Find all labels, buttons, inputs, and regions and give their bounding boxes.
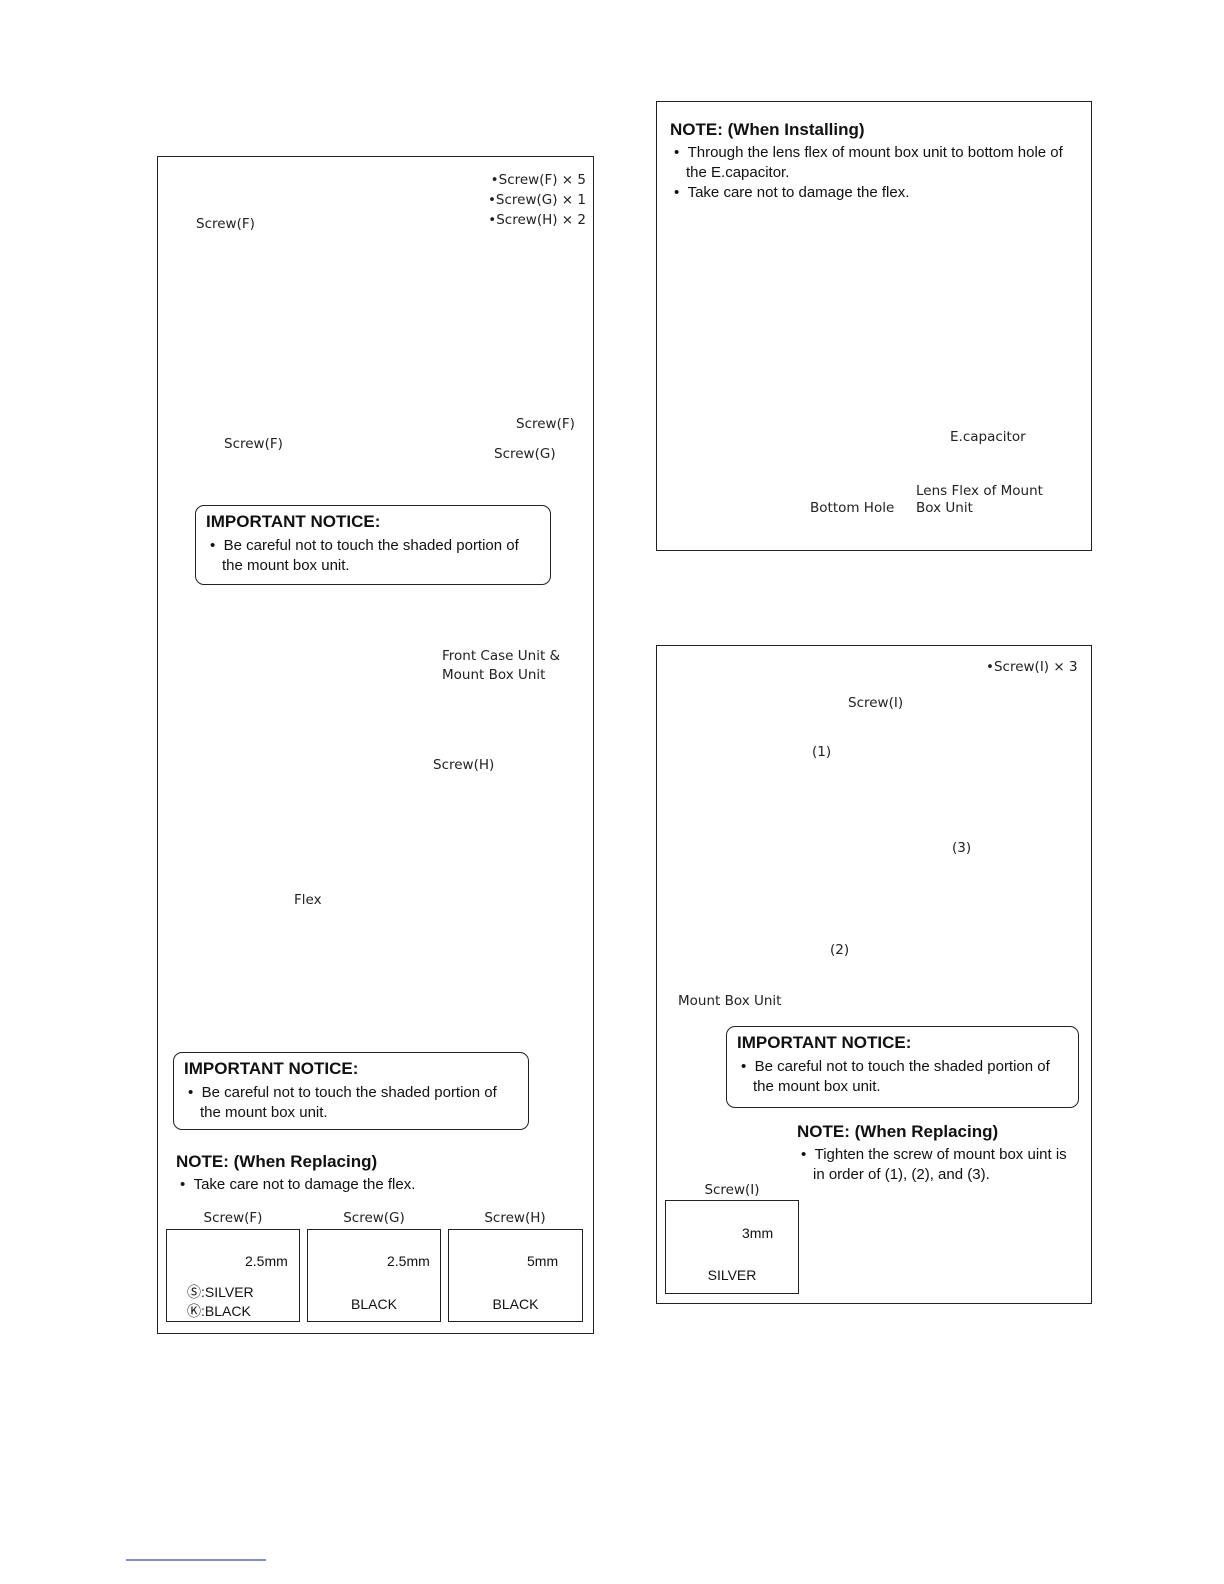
label-bottom-hole: Bottom Hole [810,500,895,516]
spec-box-h: 5mm BLACK [448,1229,583,1322]
note-body: Tighten the screw of mount box uint is i… [797,1145,1077,1185]
spec-length: 2.5mm [245,1253,288,1269]
label-front-case-line1: Front Case Unit & [442,648,561,664]
important-notice-3: IMPORTANT NOTICE: Be careful not to touc… [726,1026,1079,1108]
notice-title: IMPORTANT NOTICE: [184,1059,359,1078]
notice-body: Be careful not to touch the shaded porti… [206,536,540,576]
spec-header-i: Screw(I) [704,1182,760,1198]
note-title: NOTE: (When Replacing) [797,1122,999,1141]
label-order-3: (3) [952,840,972,856]
notice-title: IMPORTANT NOTICE: [206,512,381,531]
spec-color: BLACK [492,1296,539,1312]
note-when-replacing-left: NOTE: (When Replacing) Take care not to … [176,1152,576,1195]
note-bullet-2: Take care not to damage the flex. [670,183,1082,203]
label-ecapacitor: E.capacitor [950,429,1026,445]
important-notice-2: IMPORTANT NOTICE: Be careful not to touc… [173,1052,529,1130]
spec-color: Ⓢ:SILVER [187,1284,254,1300]
spec-length: 2.5mm [387,1253,430,1269]
spec-color: Ⓚ:BLACK [187,1303,251,1319]
spec-length: 5mm [527,1253,559,1269]
notice-body: Be careful not to touch the shaded porti… [184,1083,518,1123]
spec-box-i: 3mm SILVER [665,1200,799,1294]
label-screw-h: Screw(H) [433,757,495,773]
spec-color: SILVER [707,1267,757,1283]
screw-count-i: •Screw(I) × 3 [986,659,1078,675]
label-screw-f-right: Screw(F) [516,416,575,432]
notice-body: Be careful not to touch the shaded porti… [737,1057,1068,1097]
spec-header-g: Screw(G) [343,1210,405,1226]
right-bottom-panel [656,645,1092,1304]
spec-color: BLACK [351,1296,397,1312]
label-screw-f-left: Screw(F) [224,436,283,452]
important-notice-1: IMPORTANT NOTICE: Be careful not to touc… [195,505,551,585]
label-lens-flex-line1: Lens Flex of Mount [916,483,1043,499]
label-screw-f-top: Screw(F) [196,216,255,232]
spec-header-f: Screw(F) [203,1210,263,1226]
label-mount-box-unit: Mount Box Unit [678,993,782,1009]
screw-count-g: •Screw(G) × 1 [487,192,586,208]
label-screw-i: Screw(I) [848,695,904,711]
note-when-replacing-right: NOTE: (When Replacing) Tighten the screw… [797,1122,1077,1185]
note-title: NOTE: (When Installing) [670,120,865,139]
label-order-1: (1) [812,744,832,760]
screw-count-f: •Screw(F) × 5 [490,172,586,188]
screw-count-h: •Screw(H) × 2 [488,212,586,228]
spec-box-g: 2.5mm BLACK [307,1229,441,1322]
spec-box-f: 2.5mm Ⓢ:SILVER Ⓚ:BLACK [166,1229,300,1322]
left-panel [157,156,594,1334]
note-body: Take care not to damage the flex. [176,1175,576,1195]
notice-title: IMPORTANT NOTICE: [737,1033,912,1052]
label-order-2: (2) [830,942,850,958]
note-bullet-1: Through the lens flex of mount box unit … [670,143,1082,183]
label-front-case-line2: Mount Box Unit [442,667,546,683]
label-screw-g: Screw(G) [494,446,556,462]
note-title: NOTE: (When Replacing) [176,1152,378,1171]
spec-length: 3mm [742,1225,774,1241]
note-when-installing: NOTE: (When Installing) Through the lens… [670,120,1082,203]
spec-header-h: Screw(H) [484,1210,546,1226]
label-flex: Flex [294,892,322,908]
label-lens-flex-line2: Box Unit [916,500,973,516]
screw-count-list: •Screw(F) × 5 •Screw(G) × 1 •Screw(H) × … [440,170,586,230]
